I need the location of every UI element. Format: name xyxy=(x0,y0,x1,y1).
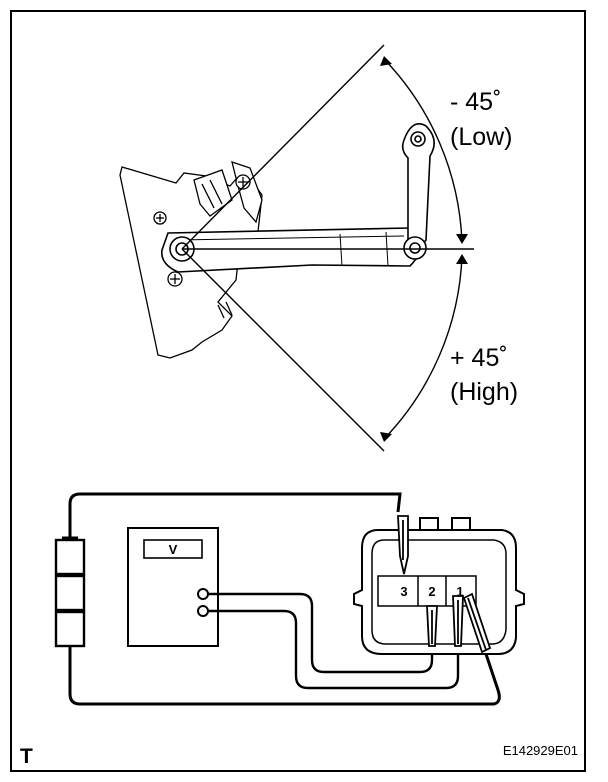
battery-cells xyxy=(54,538,86,648)
link-rod xyxy=(401,123,435,260)
pin-2-label: 2 xyxy=(428,584,435,599)
pin-3-label: 3 xyxy=(400,584,407,599)
meter-leads xyxy=(208,592,460,690)
angle-arcs xyxy=(383,58,463,440)
figure-id: E142929E01 xyxy=(503,743,578,758)
test-probes xyxy=(397,515,492,654)
connector-housing xyxy=(353,517,525,655)
low-text-label: (Low) xyxy=(450,123,513,151)
mounting-bolts xyxy=(153,174,251,287)
wiring-loop xyxy=(68,492,501,706)
battery-terminals xyxy=(62,536,78,613)
high-text-label: (High) xyxy=(450,378,518,406)
angle-lines xyxy=(181,44,474,452)
voltmeter xyxy=(127,527,219,647)
pin-1-label: 1 xyxy=(456,584,463,599)
high-angle-label: + 45˚ xyxy=(450,344,508,372)
arc-arrowheads xyxy=(380,56,468,442)
figure-frame xyxy=(10,10,586,772)
corner-tag: T xyxy=(20,745,33,768)
low-angle-label: - 45˚ xyxy=(450,88,501,116)
lever-arm xyxy=(161,227,421,273)
voltmeter-label: V xyxy=(169,542,178,557)
